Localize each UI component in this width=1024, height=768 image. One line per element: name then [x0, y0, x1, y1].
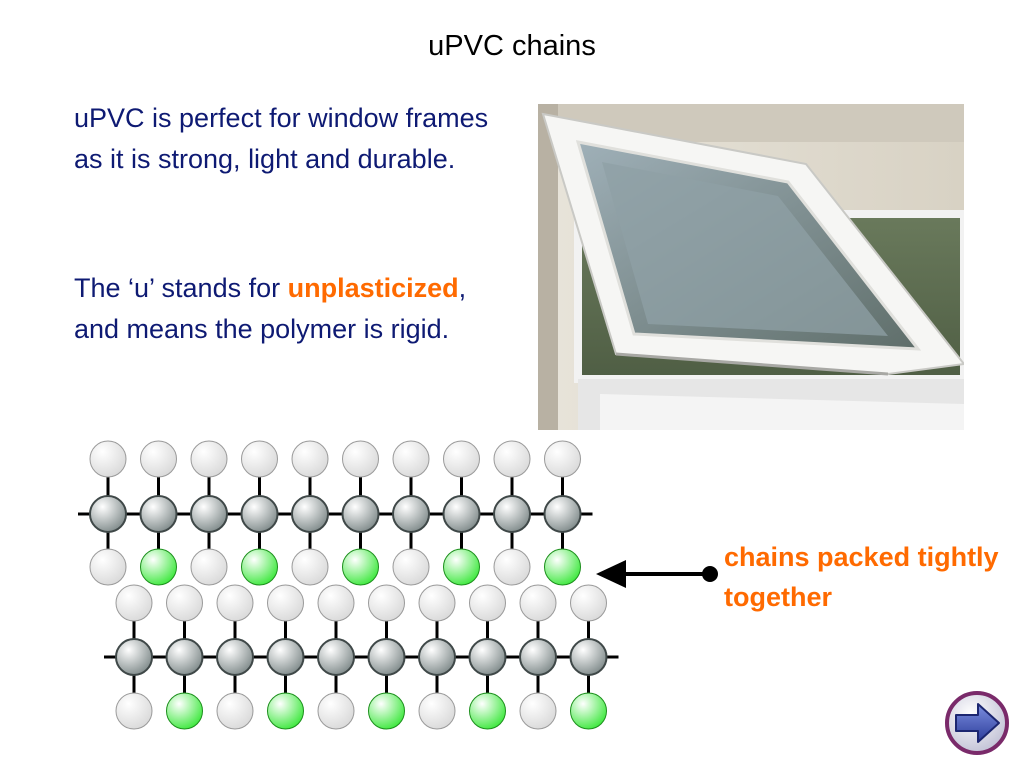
carbon-atom — [569, 638, 608, 676]
carbon-atom — [240, 495, 279, 533]
carbon-atom — [543, 495, 582, 533]
hydrogen-atom — [317, 692, 355, 730]
window-photo — [538, 104, 964, 430]
hydrogen-atom — [216, 584, 254, 622]
carbon-atom — [341, 495, 380, 533]
hydrogen-atom — [166, 584, 203, 622]
chlorine-atom — [140, 548, 177, 586]
carbon-atom — [115, 638, 153, 676]
hydrogen-atom — [519, 584, 557, 622]
carbon-atom — [216, 638, 254, 676]
carbon-atom — [89, 495, 127, 533]
hydrogen-atom — [115, 584, 153, 622]
chlorine-atom — [544, 548, 581, 586]
chlorine-atom — [267, 692, 304, 730]
callout-label: chains packed tightly together — [724, 542, 999, 612]
slide-title: uPVC chains — [428, 30, 596, 62]
chlorine-atom — [166, 692, 203, 730]
hydrogen-atom — [115, 692, 153, 730]
hydrogen-atom — [317, 584, 355, 622]
carbon-atom — [139, 495, 178, 533]
hydrogen-atom — [89, 440, 127, 478]
hydrogen-atom — [216, 692, 254, 730]
chlorine-atom — [342, 548, 379, 586]
carbon-atom — [468, 638, 507, 676]
hydrogen-atom — [342, 440, 379, 478]
hydrogen-atom — [519, 692, 557, 730]
paragraph-text-end: , and means the polymer is rigid. — [74, 273, 467, 344]
hydrogen-atom — [570, 584, 607, 622]
hydrogen-atom — [493, 440, 531, 478]
hydrogen-atom — [368, 584, 405, 622]
hydrogen-atom — [418, 584, 456, 622]
hydrogen-atom — [443, 440, 480, 478]
polymer-chain-2 — [104, 584, 619, 730]
chlorine-atom — [241, 548, 278, 586]
hydrogen-atom — [418, 692, 456, 730]
hydrogen-atom — [89, 548, 127, 586]
paragraph-strength: uPVC is perfect for window frames as it … — [74, 103, 489, 174]
carbon-atom — [442, 495, 481, 533]
hydrogen-atom — [469, 584, 506, 622]
carbon-atom — [367, 638, 406, 676]
pointer-arrow — [596, 560, 718, 588]
hydrogen-atom — [190, 548, 228, 586]
carbon-atom — [190, 495, 228, 533]
hydrogen-atom — [291, 440, 329, 478]
chlorine-atom — [570, 692, 607, 730]
carbon-atom — [418, 638, 456, 676]
arrow-tail-dot — [702, 566, 718, 582]
hydrogen-atom — [392, 548, 430, 586]
hydrogen-atom — [544, 440, 581, 478]
arrow-head — [596, 560, 626, 588]
carbon-atom — [392, 495, 430, 533]
carbon-atom — [266, 638, 305, 676]
carbon-atom — [493, 495, 531, 533]
hydrogen-atom — [267, 584, 304, 622]
pvc-chains-diagram — [78, 440, 619, 730]
hydrogen-atom — [140, 440, 177, 478]
hydrogen-atom — [190, 440, 228, 478]
paragraph-text-start: The ‘u’ stands for — [74, 273, 288, 303]
next-arrow-icon — [945, 691, 1009, 755]
paragraph-unplasticized: The ‘u’ stands for unplasticized, and me… — [74, 268, 504, 350]
hydrogen-atom — [392, 440, 430, 478]
next-slide-button[interactable] — [944, 690, 1010, 756]
carbon-atom — [519, 638, 557, 676]
carbon-atom — [165, 638, 204, 676]
unplasticized-highlight: unplasticized — [287, 273, 459, 303]
chlorine-atom — [469, 692, 506, 730]
carbon-atom — [291, 495, 329, 533]
window-illustration — [538, 104, 964, 430]
carbon-atom — [317, 638, 355, 676]
hydrogen-atom — [291, 548, 329, 586]
chlorine-atom — [443, 548, 480, 586]
chlorine-atom — [368, 692, 405, 730]
hydrogen-atom — [241, 440, 278, 478]
hydrogen-atom — [493, 548, 531, 586]
polymer-chain-1 — [78, 440, 593, 586]
